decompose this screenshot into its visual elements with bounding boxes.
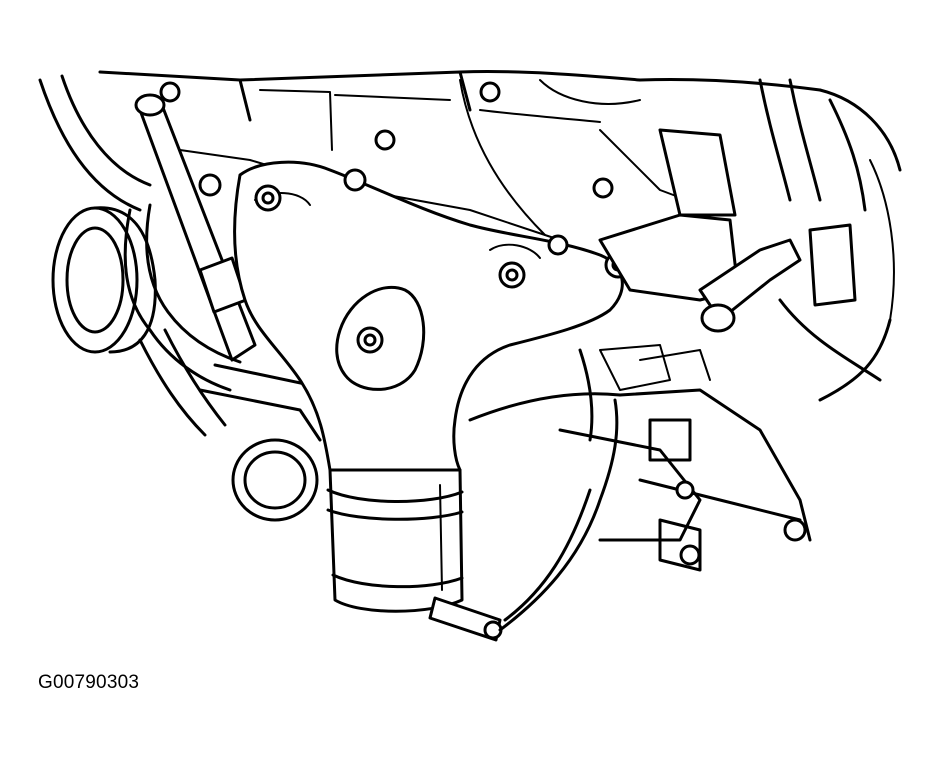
- figure-id-label: G00790303: [38, 672, 140, 693]
- right-bracket-assembly: [598, 78, 882, 382]
- lower-right-components: [468, 344, 812, 572]
- oxygen-sensor: [428, 398, 619, 642]
- exhaust-manifold: [233, 160, 624, 472]
- dipstick-tube: [134, 93, 257, 362]
- catalytic-converter: [231, 438, 464, 613]
- pulley: [51, 206, 157, 354]
